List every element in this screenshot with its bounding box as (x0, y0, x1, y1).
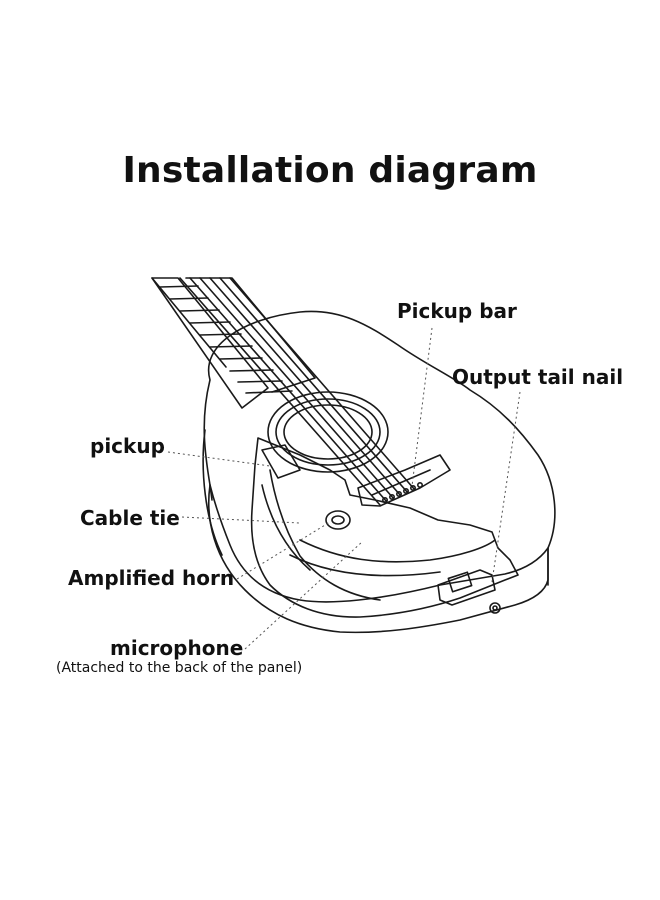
label-pickup-bar: Pickup bar (397, 299, 517, 323)
leader-amplified-horn (236, 521, 331, 580)
leader-output-tail-nail (491, 391, 521, 583)
output-jack (437, 569, 496, 606)
label-output-tail-nail: Output tail nail (452, 365, 624, 389)
sound-hole (267, 391, 389, 473)
amplified-horn (325, 510, 351, 530)
guitar-neck (151, 277, 269, 409)
bridge (357, 454, 451, 507)
label-amplified-horn: Amplified horn (68, 566, 235, 590)
label-cable-tie: Cable tie (80, 506, 180, 530)
guitar-body-side (207, 484, 549, 634)
label-microphone: microphone (110, 636, 244, 660)
leader-pickup-bar (411, 327, 433, 487)
leader-pickup (167, 451, 271, 467)
pickup-block (261, 444, 301, 479)
label-pickup: pickup (90, 434, 165, 458)
page-title: Installation diagram (122, 150, 538, 191)
leader-microphone (244, 541, 363, 650)
guitar-body-top (203, 310, 556, 603)
label-microphone-note: (Attached to the back of the panel) (56, 660, 303, 676)
open-panel (250, 437, 519, 618)
